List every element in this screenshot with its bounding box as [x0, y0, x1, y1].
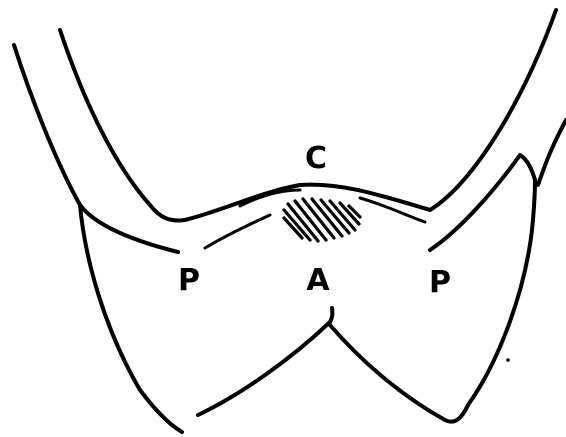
- label-p-left: P: [178, 263, 200, 298]
- inner-band-right-line: [430, 10, 556, 210]
- stray-dot: [506, 358, 510, 362]
- lower-arc-right: [360, 198, 425, 222]
- label-c: C: [305, 141, 327, 176]
- lower-body-right-side: [468, 180, 535, 405]
- lower-arc-left: [205, 215, 270, 248]
- inner-band-left-line: [60, 30, 300, 220]
- outer-band-left-line: [14, 45, 178, 252]
- right-shoulder-line: [430, 155, 535, 250]
- lower-body-bottom-left: [198, 322, 330, 415]
- outer-band-right-line: [538, 120, 566, 185]
- label-a: A: [306, 263, 330, 298]
- center-notch-line: [330, 308, 332, 322]
- label-p-right: P: [429, 265, 451, 300]
- lower-body-bottom-right: [330, 325, 468, 422]
